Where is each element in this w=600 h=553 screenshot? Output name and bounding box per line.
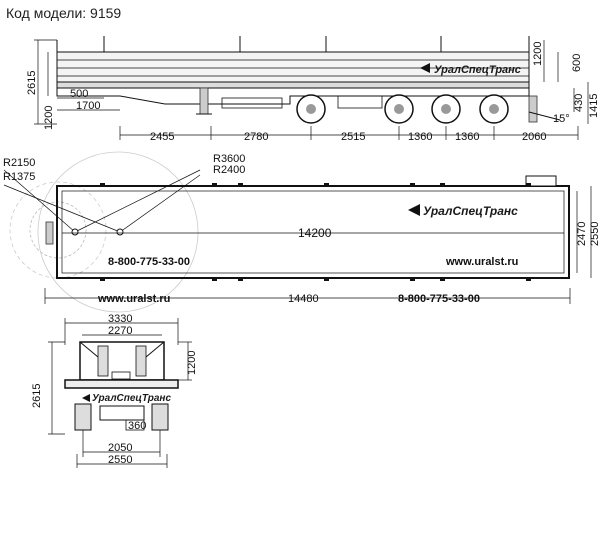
top-radius-2400: R2400 xyxy=(213,164,245,176)
side-board xyxy=(56,51,530,83)
rear-width-total: 2550 xyxy=(108,454,132,466)
top-platform xyxy=(56,185,570,279)
rear-height-total: 2615 xyxy=(31,384,43,408)
top-view: R2150 R1375 R3600 R2400 14200 УралСпецТр… xyxy=(3,151,600,313)
top-radius-3600: R3600 xyxy=(213,153,245,165)
side-dim-2455: 2455 xyxy=(150,131,174,143)
top-stake-pockets xyxy=(100,183,531,281)
model-code-label: Код модели: 9159 xyxy=(6,5,122,21)
rear-dim-360: 360 xyxy=(128,420,146,432)
rear-width-mid: 2270 xyxy=(108,325,132,337)
side-angle: 15° xyxy=(553,113,570,125)
top-width-inner: 2470 xyxy=(576,222,588,246)
rear-width-axle: 2050 xyxy=(108,442,132,454)
side-wheels xyxy=(296,94,509,124)
side-frame xyxy=(56,81,530,89)
top-phone-outside: 8-800-775-33-00 xyxy=(398,293,480,305)
side-dim-2780: 2780 xyxy=(244,131,268,143)
rear-view: 3330 2270 УралСпецТранс 360 2615 1200 xyxy=(31,313,198,468)
side-dim-500: 500 xyxy=(70,88,88,100)
top-site-outside: www.uralst.ru xyxy=(97,293,170,305)
side-dim-1700: 1700 xyxy=(76,100,100,112)
top-site-inside: www.uralst.ru xyxy=(445,256,518,268)
side-dim-1200: 1200 xyxy=(43,106,55,130)
top-radius-1375: R1375 xyxy=(3,171,35,183)
side-view: УралСпецТранс 2615 1200 500 1700 1200 60… xyxy=(26,36,600,143)
rear-height-stake: 1200 xyxy=(186,351,198,375)
side-dim-600: 600 xyxy=(571,54,583,72)
top-phone-inside: 8-800-775-33-00 xyxy=(108,256,190,268)
side-dim-2615: 2615 xyxy=(26,71,38,95)
side-dim-2515: 2515 xyxy=(341,131,365,143)
side-dim-1360b: 1360 xyxy=(455,131,479,143)
side-dim-1415: 1415 xyxy=(588,94,600,118)
side-dim-1360a: 1360 xyxy=(408,131,432,143)
top-width-total: 2550 xyxy=(589,222,600,246)
side-logo: УралСпецТранс xyxy=(434,64,521,76)
side-dim-430: 430 xyxy=(573,94,585,112)
top-logo: УралСпецТранс xyxy=(423,204,518,218)
top-length-inner: 14200 xyxy=(298,226,332,240)
rear-width-top: 3330 xyxy=(108,313,132,325)
side-dim-2060: 2060 xyxy=(522,131,546,143)
top-radius-2150: R2150 xyxy=(3,157,35,169)
top-length-total: 14480 xyxy=(288,293,319,305)
landing-gear xyxy=(199,87,209,115)
side-dim-1200r: 1200 xyxy=(532,42,544,66)
rear-logo: УралСпецТранс xyxy=(92,393,171,404)
